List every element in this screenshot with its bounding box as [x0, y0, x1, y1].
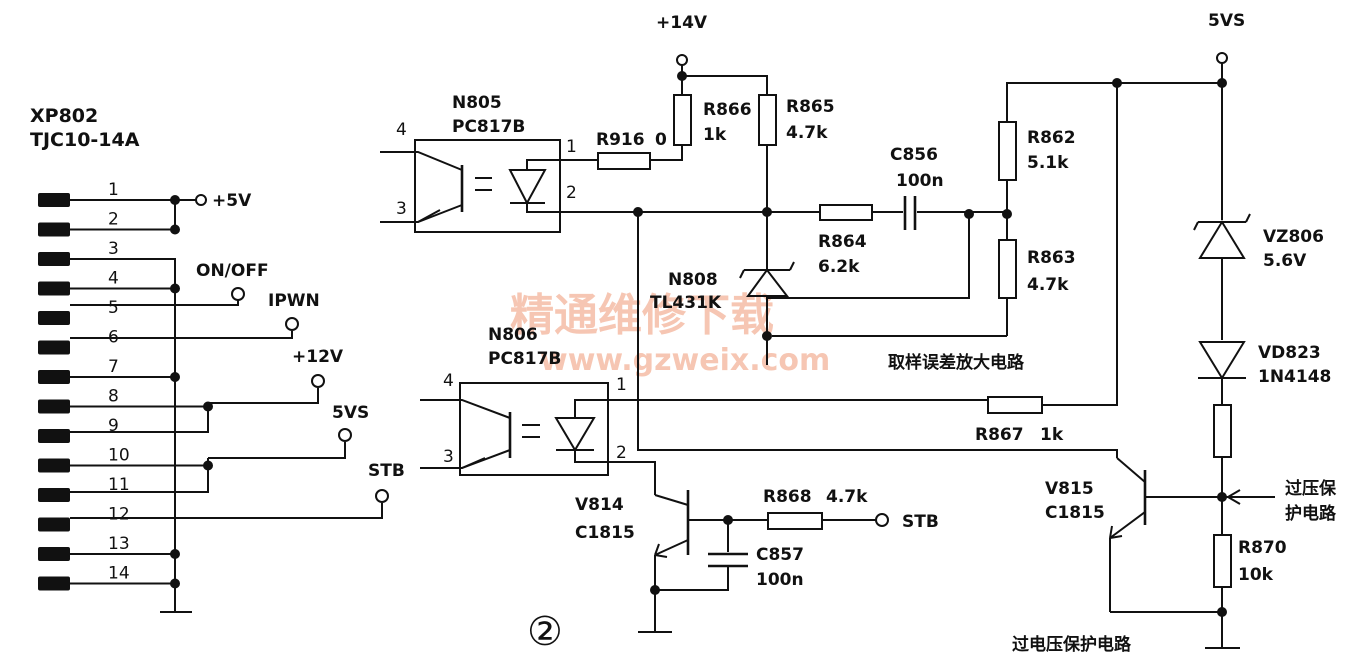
r868-value: 4.7k: [826, 487, 868, 507]
connector-pin-number: 4: [108, 269, 119, 289]
n806-label: N806: [488, 325, 538, 345]
connector-pin-number: 12: [108, 505, 130, 525]
v815-type: C1815: [1045, 503, 1105, 523]
connector-pad: [38, 370, 70, 384]
connector-pad: [38, 429, 70, 443]
r862-label: R862: [1027, 128, 1076, 148]
r868-label: R868: [763, 487, 812, 507]
ovp-circuit-title: 过电压保护电路: [1012, 634, 1132, 655]
connector-name: XP802: [30, 105, 98, 127]
n805-pin2: 2: [566, 183, 577, 203]
c857-value: 100n: [756, 570, 804, 590]
r870-label: R870: [1238, 538, 1287, 558]
r864-label: R864: [818, 232, 867, 252]
vz806-value: 5.6V: [1263, 251, 1307, 271]
c857-label: C857: [756, 545, 804, 565]
label-onoff: ON/OFF: [196, 261, 269, 281]
ovp-input-line2: 护电路: [1285, 503, 1337, 524]
n805-pin4: 4: [396, 120, 407, 140]
label-5vs-left: 5VS: [332, 403, 369, 423]
connector-pad: [38, 252, 70, 266]
label-5vs-top: 5VS: [1208, 11, 1245, 31]
r863-value: 4.7k: [1027, 275, 1069, 295]
connector-pin-number: 2: [108, 210, 119, 230]
n808-type: TL431K: [650, 293, 722, 313]
label-stb-right: STB: [902, 512, 939, 532]
connector-pad: [38, 488, 70, 502]
v814-label: V814: [575, 495, 624, 515]
connector-pin-number: 11: [108, 475, 130, 495]
n806-pin2: 2: [616, 443, 627, 463]
connector-pin-number: 8: [108, 387, 119, 407]
watermark-url: www.gzweix.com: [540, 343, 830, 378]
connector-pad: [38, 311, 70, 325]
connector-pad: [38, 576, 70, 591]
r867-value: 1k: [1040, 425, 1064, 445]
label-plus5v: +5V: [212, 191, 252, 211]
c856-label: C856: [890, 145, 938, 165]
label-stb-left: STB: [368, 461, 405, 481]
connector-pad: [38, 399, 70, 414]
label-plus14v: +14V: [656, 13, 708, 33]
connector-pin-number: 1: [108, 180, 119, 200]
n805-pin3: 3: [396, 199, 407, 219]
r866-label: R866: [703, 100, 752, 120]
n806-pin1: 1: [616, 375, 627, 395]
connector-pin-number: 10: [108, 446, 130, 466]
connector-pin-number: 3: [108, 239, 119, 259]
vd823-value: 1N4148: [1258, 367, 1331, 387]
n805-pin1: 1: [566, 137, 577, 157]
r916-label: R916: [596, 130, 645, 150]
connector-pad: [38, 547, 70, 561]
connector-pad: [38, 517, 70, 532]
r866-value: 1k: [703, 125, 727, 145]
connector-pads: [38, 193, 213, 591]
n805-type: PC817B: [452, 117, 525, 137]
r862-value: 5.1k: [1027, 153, 1069, 173]
connector-pin-number: 13: [108, 534, 130, 554]
n808-label: N808: [668, 270, 718, 290]
label-plus12v: +12V: [292, 347, 344, 367]
connector-pad: [38, 193, 70, 207]
connector-pad: [38, 458, 70, 473]
watermark-title: 精通维修下载: [510, 290, 774, 341]
r870-value: 10k: [1238, 565, 1274, 585]
n805-label: N805: [452, 93, 502, 113]
vz806-label: VZ806: [1263, 227, 1324, 247]
connector-pin-number: 7: [108, 357, 119, 377]
r916-value: 0: [655, 130, 667, 150]
figure-number: ②: [527, 609, 563, 655]
ovp-input-line1: 过压保: [1285, 478, 1337, 499]
r867-label: R867: [975, 425, 1024, 445]
connector-pin-number: 5: [108, 298, 119, 318]
c856-value: 100n: [896, 171, 944, 191]
vd823-label: VD823: [1258, 343, 1321, 363]
connector-pad: [38, 222, 70, 237]
r863-label: R863: [1027, 248, 1076, 268]
connector-pad: [38, 340, 70, 355]
r864-value: 6.2k: [818, 257, 860, 277]
n806-pin4: 4: [443, 371, 454, 391]
r865-label: R865: [786, 97, 835, 117]
label-ipwn: IPWN: [268, 291, 320, 311]
connector-pin-number: 14: [108, 564, 130, 584]
v814-type: C1815: [575, 523, 635, 543]
connector-pin-number: 9: [108, 416, 119, 436]
connector-pad: [38, 281, 70, 296]
v815-label: V815: [1045, 479, 1094, 499]
connector-model: TJC10-14A: [30, 129, 140, 151]
sampling-circuit-label: 取样误差放大电路: [888, 352, 1025, 373]
r865-value: 4.7k: [786, 123, 828, 143]
n806-pin3: 3: [443, 447, 454, 467]
n806-type: PC817B: [488, 349, 561, 369]
